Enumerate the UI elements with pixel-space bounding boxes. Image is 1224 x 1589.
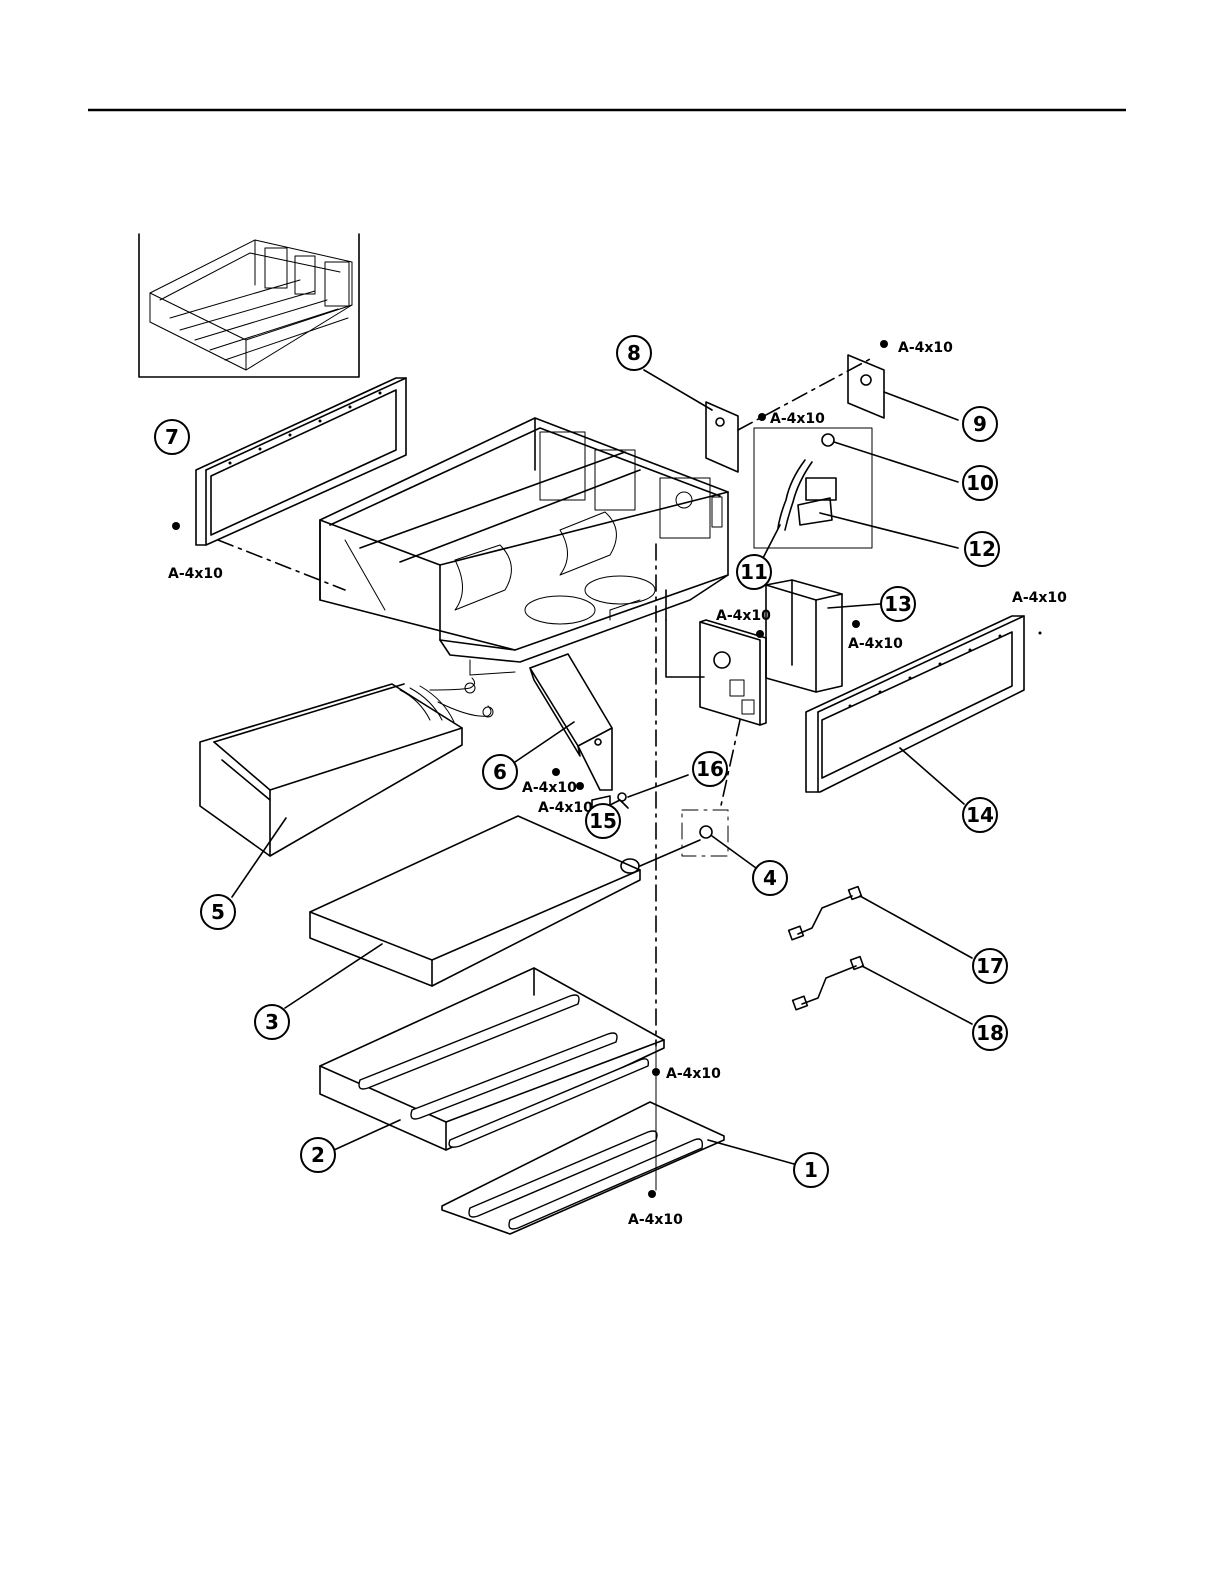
svg-text:6: 6 [493, 760, 507, 784]
svg-text:8: 8 [627, 341, 641, 365]
screw-label-f: A-4x10 [1012, 590, 1067, 606]
callout-2: 2 [301, 1138, 335, 1172]
svg-text:11: 11 [740, 560, 768, 584]
screw-label-h: A-4x10 [538, 800, 593, 816]
svg-text:12: 12 [968, 537, 996, 561]
svg-text:16: 16 [696, 757, 724, 781]
part-17-18-sensors [789, 887, 972, 1024]
callout-18: 18 [973, 1016, 1007, 1050]
svg-text:14: 14 [966, 803, 994, 827]
callout-3: 3 [255, 1005, 289, 1039]
svg-text:7: 7 [165, 425, 179, 449]
callout-5: 5 [201, 895, 235, 929]
part-callouts: 1 2 3 4 5 6 7 8 9 10 11 12 13 14 15 16 1… [155, 336, 1007, 1187]
part-10-12-group [666, 428, 958, 677]
callout-13: 13 [881, 587, 915, 621]
part-9-plate [848, 355, 958, 420]
control-board [700, 620, 766, 725]
svg-text:5: 5 [211, 900, 225, 924]
screw-label-i: A-4x10 [666, 1066, 721, 1082]
part-7-side-panel [196, 378, 406, 590]
part-4-drain-plug [682, 810, 756, 868]
svg-text:15: 15 [589, 809, 617, 833]
callout-11: 11 [737, 555, 771, 589]
svg-text:9: 9 [973, 412, 987, 436]
callout-12: 12 [965, 532, 999, 566]
svg-text:3: 3 [265, 1010, 279, 1034]
svg-text:1: 1 [804, 1158, 818, 1182]
callout-4: 4 [753, 861, 787, 895]
part-3-drain-pan [285, 816, 700, 1008]
screw-label-e: A-4x10 [848, 636, 903, 652]
svg-text:2: 2 [311, 1143, 325, 1167]
screw-label-a: A-4x10 [898, 340, 953, 356]
svg-text:10: 10 [966, 471, 994, 495]
svg-text:18: 18 [976, 1021, 1004, 1045]
part-2-bottom-panel [320, 968, 664, 1150]
callout-8: 8 [617, 336, 651, 370]
callout-1: 1 [794, 1153, 828, 1187]
callout-6: 6 [483, 755, 517, 789]
screw-label-b: A-4x10 [770, 411, 825, 427]
screw-label-d: A-4x10 [716, 608, 771, 624]
screw-label-j: A-4x10 [628, 1212, 683, 1228]
part-6-bracket [515, 654, 612, 790]
callout-10: 10 [963, 466, 997, 500]
part-5-evaporator-coil [200, 678, 493, 897]
part-8-bracket [644, 358, 872, 472]
svg-text:4: 4 [763, 866, 777, 890]
callout-7: 7 [155, 420, 189, 454]
svg-text:13: 13 [884, 592, 912, 616]
assembled-unit-inset [139, 234, 359, 377]
callout-14: 14 [963, 798, 997, 832]
callout-15: 15 [586, 804, 620, 838]
callout-16: 16 [693, 752, 727, 786]
screw-label-c: A-4x10 [168, 566, 223, 582]
svg-text:17: 17 [976, 954, 1004, 978]
assembly-guide-lines [656, 544, 740, 1190]
screw-label-g: A-4x10 [522, 780, 577, 796]
callout-17: 17 [973, 949, 1007, 983]
callout-9: 9 [963, 407, 997, 441]
